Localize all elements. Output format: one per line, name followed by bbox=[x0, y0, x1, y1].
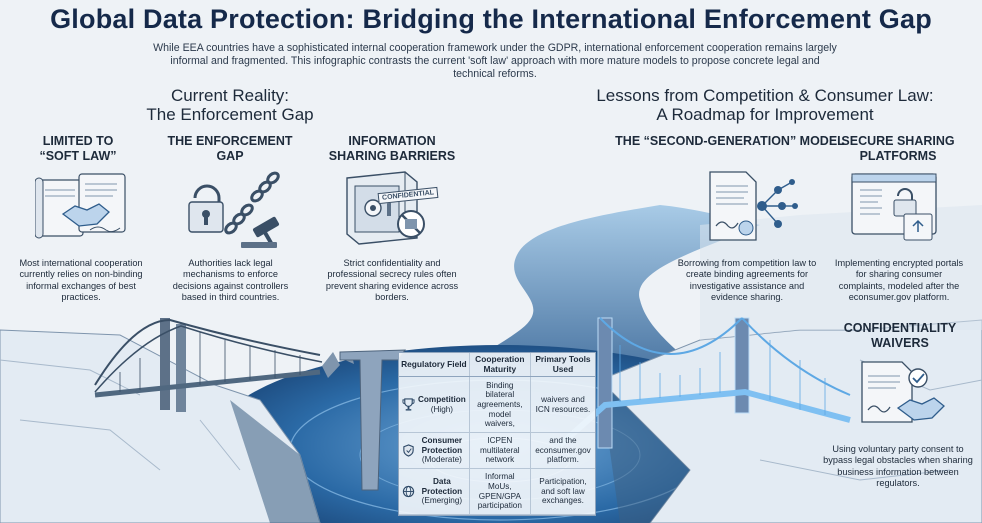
field-level-consumer: (Moderate) bbox=[421, 455, 462, 465]
secure-platforms-heading: SECURE SHARING PLATFORMS bbox=[841, 134, 955, 163]
current-reality-heading: Current Reality: The Enforcement Gap bbox=[120, 86, 340, 124]
column-header-maturity: Cooperation Maturity bbox=[469, 353, 531, 378]
table-row: Competition(High) Binding bilateral agre… bbox=[399, 376, 595, 434]
current-reality-heading-line1: Current Reality: bbox=[170, 86, 290, 105]
field-name-data-protection: Data Protection bbox=[421, 477, 463, 496]
shield-icon bbox=[403, 444, 414, 457]
maturity-competition: Binding bilateral agreements, model waiv… bbox=[469, 376, 531, 434]
enforcement-gap-heading: THE ENFORCEMENT GAP bbox=[167, 134, 293, 163]
current-reality-heading-line2: The Enforcement Gap bbox=[146, 105, 314, 124]
network-document-icon bbox=[709, 171, 798, 241]
tools-consumer: and the econsumer.gov platform. bbox=[530, 432, 595, 470]
sharing-barriers-text: Strict confidentiality and professional … bbox=[325, 258, 459, 302]
page-title: Global Data Protection: Bridging the Int… bbox=[50, 4, 932, 34]
waivers-heading: CONFIDENTIALITY WAIVERS bbox=[843, 321, 957, 350]
broken-chain-gavel-icon bbox=[188, 171, 280, 248]
enforcement-gap-text: Authorities lack legal mechanisms to enf… bbox=[172, 258, 289, 302]
field-name-consumer: Consumer Protection bbox=[421, 436, 463, 455]
secure-platforms-text: Implementing encrypted portals for shari… bbox=[834, 258, 964, 302]
table-row: Consumer Protection(Moderate) ICPEN mult… bbox=[399, 432, 595, 470]
broken-bridge bbox=[94, 318, 354, 412]
tools-data-protection: Participation, and soft law exchanges. bbox=[530, 468, 595, 515]
roadmap-heading-line1: Lessons from Competition & Consumer Law: bbox=[596, 86, 934, 105]
confidential-safe-icon bbox=[346, 171, 425, 245]
handshake-documents-icon bbox=[35, 173, 126, 239]
field-level-data-protection: (Emerging) bbox=[421, 496, 463, 506]
globe-icon bbox=[402, 485, 415, 498]
maturity-data-protection: Informal MoUs, GPEN/GPA participation bbox=[469, 468, 531, 515]
roadmap-heading-line2: A Roadmap for Improvement bbox=[656, 105, 874, 124]
secure-portal-icon bbox=[851, 173, 937, 241]
soft-law-text: Most international cooperation currently… bbox=[19, 258, 143, 302]
table-header-row: Regulatory Field Cooperation Maturity Pr… bbox=[399, 353, 595, 378]
second-generation-text: Borrowing from competition law to create… bbox=[677, 258, 817, 302]
column-header-field: Regulatory Field bbox=[399, 353, 470, 378]
field-name-competition: Competition bbox=[418, 395, 466, 405]
second-generation-heading: THE “SECOND-GENERATION” MODEL bbox=[615, 134, 845, 148]
maturity-consumer: ICPEN multilateral network bbox=[469, 432, 531, 470]
maturity-table: Regulatory Field Cooperation Maturity Pr… bbox=[398, 352, 596, 516]
table-row: Data Protection(Emerging) Informal MoUs,… bbox=[399, 468, 595, 515]
field-level-competition: (High) bbox=[430, 404, 454, 414]
roadmap-heading: Lessons from Competition & Consumer Law:… bbox=[575, 86, 955, 124]
column-header-tools: Primary Tools Used bbox=[530, 353, 595, 378]
page-subtitle: While EEA countries have a sophisticated… bbox=[153, 42, 837, 80]
waivers-text: Using voluntary party consent to bypass … bbox=[823, 444, 973, 488]
left-cliff bbox=[0, 329, 321, 523]
trophy-icon bbox=[402, 398, 415, 411]
waiver-handshake-icon bbox=[861, 361, 945, 423]
sharing-barriers-heading: INFORMATION SHARING BARRIERS bbox=[328, 134, 456, 163]
tools-competition: waivers and ICN resources. bbox=[530, 376, 595, 434]
soft-law-heading: LIMITED TO “SOFT LAW” bbox=[39, 134, 117, 163]
